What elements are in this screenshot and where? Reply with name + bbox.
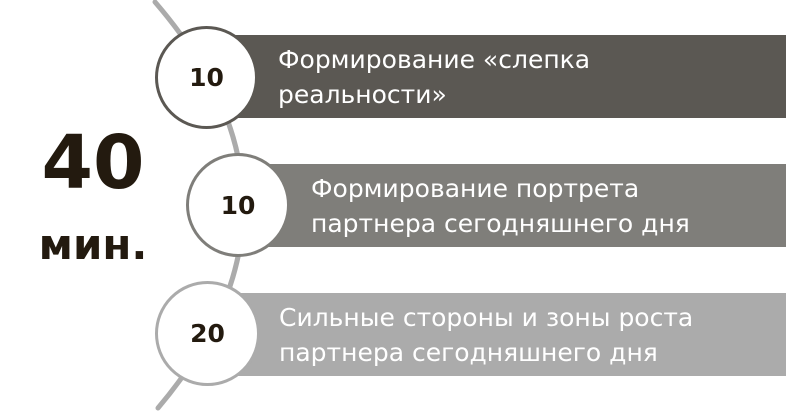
step-1-minutes-badge: 10 <box>155 26 258 129</box>
step-bar-2: Формирование портрета партнера сегодняшн… <box>262 164 786 247</box>
step-3-label: Сильные стороны и зоны роста партнера се… <box>279 302 694 367</box>
step-1-label: Формирование «слепка реальности» <box>278 44 591 109</box>
step-2-label: Формирование портрета партнера сегодняшн… <box>311 173 690 238</box>
total-duration-value: 40 <box>41 120 145 206</box>
step-1-minutes: 10 <box>189 63 224 92</box>
step-3-minutes: 20 <box>190 319 225 348</box>
step-3-minutes-badge: 20 <box>155 281 260 386</box>
step-bar-3: Сильные стороны и зоны роста партнера се… <box>232 293 786 376</box>
step-2-minutes: 10 <box>220 190 256 220</box>
total-duration-unit: мин. <box>38 220 148 269</box>
step-bar-1: Формирование «слепка реальности» <box>232 35 786 118</box>
step-2-minutes-badge: 10 <box>186 153 290 257</box>
